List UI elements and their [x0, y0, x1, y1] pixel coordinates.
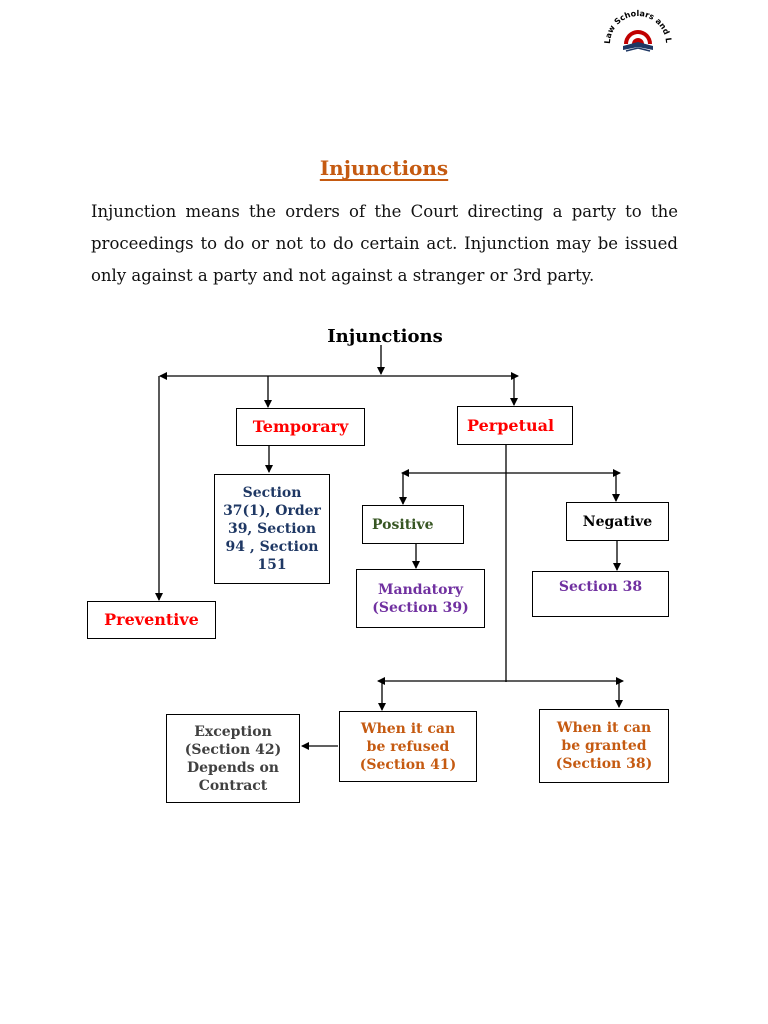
node-granted: When it can be granted (Section 38): [539, 709, 669, 783]
node-preventive: Preventive: [87, 601, 216, 639]
node-positive: Positive: [362, 505, 464, 544]
page-title-text: Injunctions: [319, 156, 449, 180]
node-perpetual: Perpetual: [457, 406, 573, 445]
node-section-38: Section 38: [532, 571, 669, 617]
logo: Law Scholars and Legal Issues: [590, 0, 673, 52]
node-temporary: Temporary: [236, 408, 365, 446]
node-mandatory: Mandatory (Section 39): [356, 569, 485, 628]
node-exception: Exception (Section 42) Depends on Contra…: [166, 714, 300, 803]
node-temporary-sections: Section 37(1), Order 39, Section 94 , Se…: [214, 474, 330, 584]
page-title: Injunctions: [0, 156, 768, 180]
node-negative: Negative: [566, 502, 669, 541]
diagram-title: Injunctions: [327, 326, 443, 347]
intro-paragraph: Injunction means the orders of the Court…: [91, 202, 678, 285]
book-emblem-icon: [623, 30, 653, 52]
node-refused: When it can be refused (Section 41): [339, 711, 477, 782]
